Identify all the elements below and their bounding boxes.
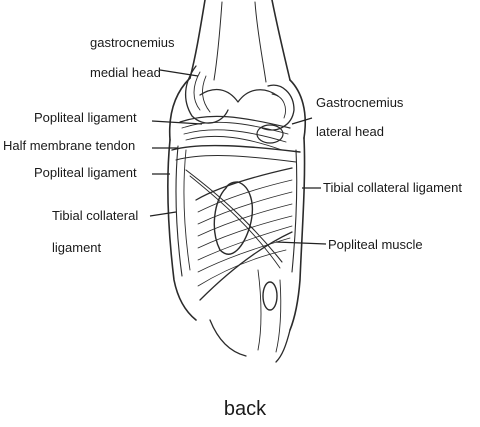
label-popliteal-muscle: Popliteal muscle: [328, 237, 423, 252]
leader-gastro-lateral: [291, 117, 313, 125]
label-half-membrane-tendon: Half membrane tendon: [3, 138, 135, 153]
label-gastrocnemius-medial-line1: gastrocnemius: [90, 35, 175, 50]
knee-illustration: [167, 0, 307, 363]
label-popliteal-ligament-lower: Popliteal ligament: [34, 165, 137, 180]
label-tibial-collateral-left-line1: Tibial collateral: [52, 208, 138, 223]
labels: gastrocnemius medial head Popliteal liga…: [3, 35, 462, 255]
label-popliteal-ligament-upper: Popliteal ligament: [34, 110, 137, 125]
label-gastrocnemius-medial-line2: medial head: [90, 65, 161, 80]
label-tibial-collateral-left-line2: ligament: [52, 240, 102, 255]
leader-popliteal-muscle: [275, 241, 327, 245]
label-gastrocnemius-lateral-line2: lateral head: [316, 124, 384, 139]
label-tibial-collateral-right: Tibial collateral ligament: [323, 180, 462, 195]
view-caption: back: [224, 398, 267, 420]
leader-tibial-left: [149, 211, 177, 217]
leader-gastro-medial: [159, 69, 199, 77]
leader-popliteal-upper: [151, 120, 203, 125]
label-gastrocnemius-lateral-line1: Gastrocnemius: [316, 95, 404, 110]
leader-lines: [149, 69, 327, 245]
